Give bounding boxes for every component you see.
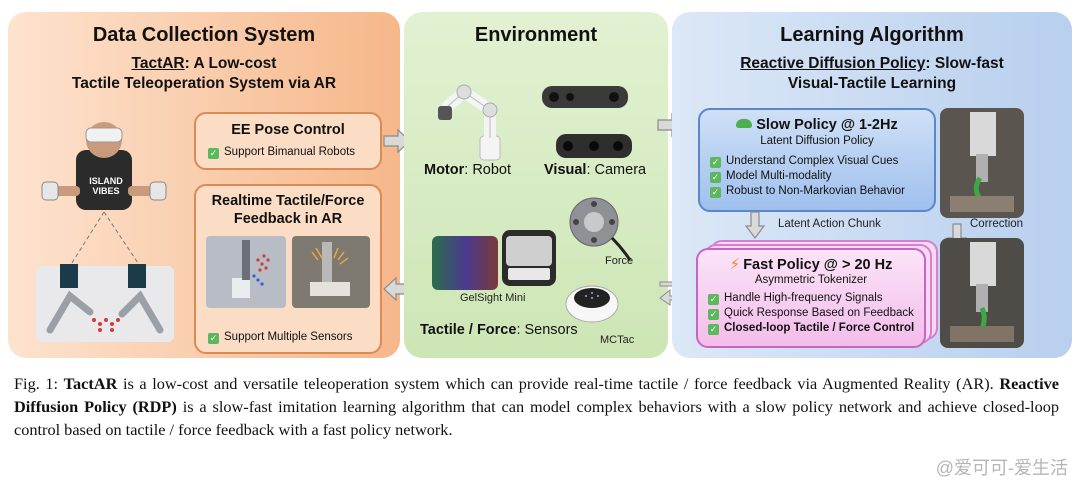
panel-title: Environment bbox=[474, 24, 598, 46]
ee-pose-control-box: EE Pose Control ✓ Support Bimanual Robots bbox=[194, 112, 382, 170]
item-text: Model Multi-modality bbox=[726, 170, 832, 182]
check-icon: ✓ bbox=[708, 309, 719, 320]
mctac-image bbox=[565, 285, 619, 323]
slow-icon bbox=[736, 119, 753, 128]
fast-title: Fast Policy @ > 20 Hz bbox=[743, 257, 893, 273]
fast-sub: Asymmetric Tokenizer bbox=[754, 274, 868, 286]
sensor-rest: : Sensors bbox=[516, 322, 578, 338]
slow-items: ✓ Understand Complex Visual Cues ✓ Model M… bbox=[710, 154, 934, 199]
list-item: ✓ Robust to Non-Markovian Behavior bbox=[710, 184, 934, 199]
visual-bold: Visual bbox=[544, 162, 587, 178]
feedback-item-text: Support Multiple Sensors bbox=[224, 331, 353, 343]
caption-text-1: is a low-cost and versatile teleoperatio… bbox=[117, 374, 1000, 393]
feedback-title-1: Realtime Tactile/Force bbox=[211, 193, 365, 209]
slow-policy-header: Slow Policy @ 1-2Hz bbox=[700, 116, 934, 134]
rdp-name: Reactive Diffusion Policy bbox=[740, 55, 926, 72]
robot-photo-bottom bbox=[940, 238, 1024, 348]
subtitle-rest: : A Low-cost bbox=[184, 55, 277, 72]
check-icon: ✓ bbox=[710, 172, 721, 183]
list-item: ✓ Model Multi-modality bbox=[710, 169, 934, 184]
sensor-bold: Tactile / Force bbox=[420, 322, 517, 338]
operator-illustration bbox=[36, 122, 174, 342]
check-icon: ✓ bbox=[208, 148, 219, 159]
learning-algorithm-panel: Learning Algorithm Reactive Diffusion Po… bbox=[672, 12, 1072, 358]
panel-title: Learning Algorithm bbox=[780, 24, 964, 46]
feedback-title-2: Feedback in AR bbox=[233, 211, 343, 227]
visual-label: Visual: Camera bbox=[544, 162, 646, 178]
motor-rest: : Robot bbox=[464, 162, 512, 178]
ar-feedback-photo-right bbox=[292, 236, 370, 308]
arrow-down-icon bbox=[744, 211, 766, 239]
camera-image-top bbox=[542, 86, 628, 108]
tactile-feedback-box: Realtime Tactile/Force Feedback in AR ✓ S… bbox=[194, 184, 382, 354]
gelsight-label: GelSight Mini bbox=[460, 292, 526, 304]
motor-label: Motor: Robot bbox=[424, 162, 511, 178]
slow-sub: Latent Diffusion Policy bbox=[760, 135, 874, 147]
panel-subtitle: TactAR: A Low-cost bbox=[8, 54, 400, 74]
lightning-icon: ⚡ bbox=[729, 256, 741, 273]
item-text: Robust to Non-Markovian Behavior bbox=[726, 185, 905, 197]
gelsight-mini-image bbox=[502, 230, 556, 286]
list-item: ✓ Closed-loop Tactile / Force Control bbox=[708, 321, 924, 336]
check-icon: ✓ bbox=[708, 294, 719, 305]
list-item: ✓ Handle High-frequency Signals bbox=[708, 291, 924, 306]
robot-arm-image bbox=[438, 84, 501, 161]
panel-subtitle: Reactive Diffusion Policy: Slow-fast bbox=[672, 54, 1072, 74]
feedback-item: ✓ Support Multiple Sensors bbox=[208, 330, 352, 345]
panel-subtitle-line2: Visual-Tactile Learning bbox=[787, 75, 957, 92]
tactar-name: TactAR bbox=[131, 55, 185, 72]
mctac-label: MCTac bbox=[600, 334, 635, 346]
force-label: Force bbox=[605, 255, 634, 267]
ee-box-item: ✓ Support Bimanual Robots bbox=[208, 145, 380, 160]
caption-prefix: Fig. 1: bbox=[14, 374, 64, 393]
sensors-label: Tactile / Force: Sensors bbox=[420, 322, 578, 338]
visual-rest: : Camera bbox=[586, 162, 647, 178]
fast-policy-header: ⚡Fast Policy @ > 20 Hz bbox=[698, 255, 924, 274]
shirt-text: ISLAND VIBES bbox=[89, 176, 123, 196]
check-icon: ✓ bbox=[710, 187, 721, 198]
slow-title: Slow Policy @ 1-2Hz bbox=[756, 117, 898, 133]
ar-feedback-photo-left bbox=[206, 236, 286, 308]
list-item: ✓ Quick Response Based on Feedback bbox=[708, 306, 924, 321]
check-icon: ✓ bbox=[708, 324, 719, 335]
motor-bold: Motor bbox=[424, 162, 465, 178]
latent-chunk-label: Latent Action Chunk bbox=[778, 218, 881, 230]
check-icon: ✓ bbox=[710, 157, 721, 168]
fast-policy-box: ⚡Fast Policy @ > 20 Hz Asymmetric Tokeni… bbox=[696, 248, 926, 348]
list-item: ✓ Understand Complex Visual Cues bbox=[710, 154, 934, 169]
panel-subtitle-line2: Tactile Teleoperation System via AR bbox=[71, 75, 337, 92]
watermark: @爱可可-爱生活 bbox=[935, 458, 1068, 478]
item-text: Understand Complex Visual Cues bbox=[726, 155, 899, 167]
check-icon: ✓ bbox=[208, 333, 219, 344]
caption-text-2: is a slow-fast imitation learning algori… bbox=[14, 397, 1059, 439]
data-collection-panel: Data Collection System TactAR: A Low-cos… bbox=[8, 12, 400, 358]
tactile-image bbox=[432, 236, 498, 290]
item-text: Closed-loop Tactile / Force Control bbox=[724, 322, 915, 334]
force-sensor-image bbox=[569, 197, 632, 261]
figure-caption: Fig. 1: TactAR is a low-cost and versati… bbox=[14, 372, 1059, 441]
caption-bold-rdp: Reactive Diffusion Policy (RDP) bbox=[14, 374, 1059, 416]
camera-image-bottom bbox=[556, 134, 632, 158]
item-text: Quick Response Based on Feedback bbox=[724, 307, 914, 319]
item-text: Handle High-frequency Signals bbox=[724, 292, 883, 304]
slow-policy-box: Slow Policy @ 1-2Hz Latent Diffusion Pol… bbox=[698, 108, 936, 212]
robot-photo-top bbox=[940, 108, 1024, 218]
ee-box-title: EE Pose Control bbox=[231, 122, 345, 138]
subtitle-rest: : Slow-fast bbox=[925, 55, 1004, 72]
environment-panel: Environment Motor: Robot Visual: Camera … bbox=[404, 12, 668, 358]
caption-bold-tactar: TactAR bbox=[63, 374, 118, 393]
fast-items: ✓ Handle High-frequency Signals ✓ Quick Re… bbox=[708, 291, 924, 336]
correction-label: Correction bbox=[970, 218, 1024, 230]
ee-item-text: Support Bimanual Robots bbox=[224, 146, 356, 158]
panel-title: Data Collection System bbox=[92, 24, 316, 46]
